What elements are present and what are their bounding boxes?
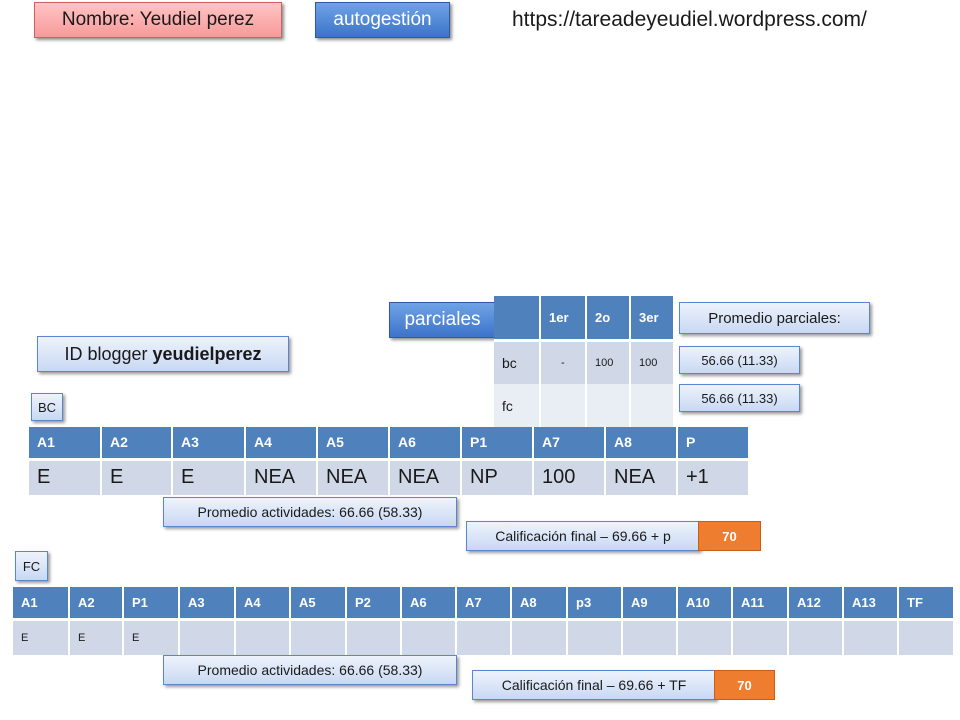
bc-values-row: E E E NEA NEA NEA NP 100 NEA +1 [29, 459, 750, 495]
fc-cell [898, 619, 955, 655]
bc-col-header: A3 [172, 427, 246, 461]
bc-cell: NEA [245, 459, 318, 495]
fc-cell [677, 619, 733, 655]
fc-col-header: TF [898, 587, 955, 621]
fc-calificacion-final-value: 70 [714, 670, 775, 700]
fc-col-header: P2 [346, 587, 402, 621]
parciales-cell: - [540, 340, 587, 384]
bc-col-header: A6 [389, 427, 462, 461]
bc-cell: E [29, 459, 102, 495]
promedio-parciales-bc: 56.66 (11.33) [679, 346, 800, 374]
bc-cell: +1 [677, 459, 750, 495]
fc-cell: E [123, 619, 180, 655]
bc-col-header: A8 [605, 427, 678, 461]
parciales-header-row: 1er 2o 3er [494, 296, 675, 342]
fc-cell [511, 619, 568, 655]
fc-cell [290, 619, 347, 655]
bc-col-header: P [677, 427, 750, 461]
fc-cell [346, 619, 402, 655]
fc-col-header: A6 [401, 587, 457, 621]
parciales-cell: 100 [586, 340, 631, 384]
fc-header-row: A1 A2 P1 A3 A4 A5 P2 A6 A7 A8 p3 A9 A10 … [13, 587, 955, 621]
parciales-cell [540, 384, 587, 428]
fc-values-row: E E E [13, 619, 955, 655]
parciales-row-fc: fc [494, 384, 675, 428]
fc-col-header: A4 [235, 587, 291, 621]
bc-table: A1 A2 A3 A4 A5 A6 P1 A7 A8 P E E E NEA N… [29, 427, 750, 495]
bc-col-header: A2 [101, 427, 173, 461]
fc-label: FC [15, 551, 48, 581]
fc-col-header: A11 [732, 587, 789, 621]
parciales-label: parciales [389, 302, 496, 338]
promedio-parciales-fc: 56.66 (11.33) [679, 384, 800, 412]
fc-col-header: A7 [456, 587, 512, 621]
blogger-id-prefix: ID blogger [64, 343, 153, 364]
fc-calificacion-final-label: Calificación final – 69.66 + TF [472, 670, 716, 700]
fc-cell [843, 619, 899, 655]
bc-col-header: P1 [461, 427, 534, 461]
parciales-table: 1er 2o 3er bc - 100 100 fc [494, 296, 675, 428]
fc-promedio-actividades: Promedio actividades: 66.66 (58.33) [163, 655, 457, 685]
bc-promedio-actividades: Promedio actividades: 66.66 (58.33) [163, 497, 457, 527]
autogestion-button[interactable]: autogestión [315, 2, 450, 38]
fc-col-header: A2 [69, 587, 124, 621]
bc-header-row: A1 A2 A3 A4 A5 A6 P1 A7 A8 P [29, 427, 750, 461]
parciales-col-1er: 1er [540, 296, 587, 342]
fc-cell [732, 619, 789, 655]
fc-col-header: A10 [677, 587, 733, 621]
fc-col-header: A12 [788, 587, 844, 621]
fc-cell [456, 619, 512, 655]
fc-table: A1 A2 P1 A3 A4 A5 P2 A6 A7 A8 p3 A9 A10 … [13, 587, 955, 655]
fc-cell [622, 619, 678, 655]
bc-cell: NEA [389, 459, 462, 495]
fc-cell [235, 619, 291, 655]
parciales-row-name: fc [494, 384, 541, 428]
fc-col-header: A3 [179, 587, 236, 621]
fc-cell [179, 619, 236, 655]
bc-calificacion-final-label: Calificación final – 69.66 + p [466, 521, 700, 551]
fc-col-header: p3 [567, 587, 623, 621]
bc-cell: E [172, 459, 246, 495]
parciales-col-empty [494, 296, 541, 342]
bc-col-header: A4 [245, 427, 318, 461]
blogger-id-name: yeudielperez [152, 343, 262, 364]
bc-col-header: A1 [29, 427, 102, 461]
name-label: Nombre: Yeudiel perez [34, 2, 282, 38]
parciales-row-bc: bc - 100 100 [494, 340, 675, 384]
parciales-col-3er: 3er [630, 296, 675, 342]
fc-col-header: P1 [123, 587, 180, 621]
parciales-cell [586, 384, 631, 428]
bc-cell: NEA [317, 459, 390, 495]
fc-cell: E [69, 619, 124, 655]
fc-col-header: A9 [622, 587, 678, 621]
fc-col-header: A1 [13, 587, 70, 621]
fc-col-header: A8 [511, 587, 568, 621]
fc-cell [567, 619, 623, 655]
fc-cell: E [13, 619, 70, 655]
fc-col-header: A13 [843, 587, 899, 621]
parciales-row-name: bc [494, 340, 541, 384]
parciales-cell [630, 384, 675, 428]
fc-cell [788, 619, 844, 655]
fc-cell [401, 619, 457, 655]
bc-calificacion-final-value: 70 [698, 521, 761, 551]
blog-url-link[interactable]: https://tareadeyeudiel.wordpress.com/ [512, 8, 867, 31]
promedio-parciales-label: Promedio parciales: [679, 302, 870, 334]
fc-col-header: A5 [290, 587, 347, 621]
bc-cell: E [101, 459, 173, 495]
blogger-id-label: ID blogger yeudielperez [37, 336, 289, 372]
bc-cell: NP [461, 459, 534, 495]
parciales-col-2o: 2o [586, 296, 631, 342]
bc-cell: 100 [533, 459, 606, 495]
bc-col-header: A7 [533, 427, 606, 461]
bc-cell: NEA [605, 459, 678, 495]
bc-label: BC [31, 393, 63, 421]
parciales-cell: 100 [630, 340, 675, 384]
bc-col-header: A5 [317, 427, 390, 461]
